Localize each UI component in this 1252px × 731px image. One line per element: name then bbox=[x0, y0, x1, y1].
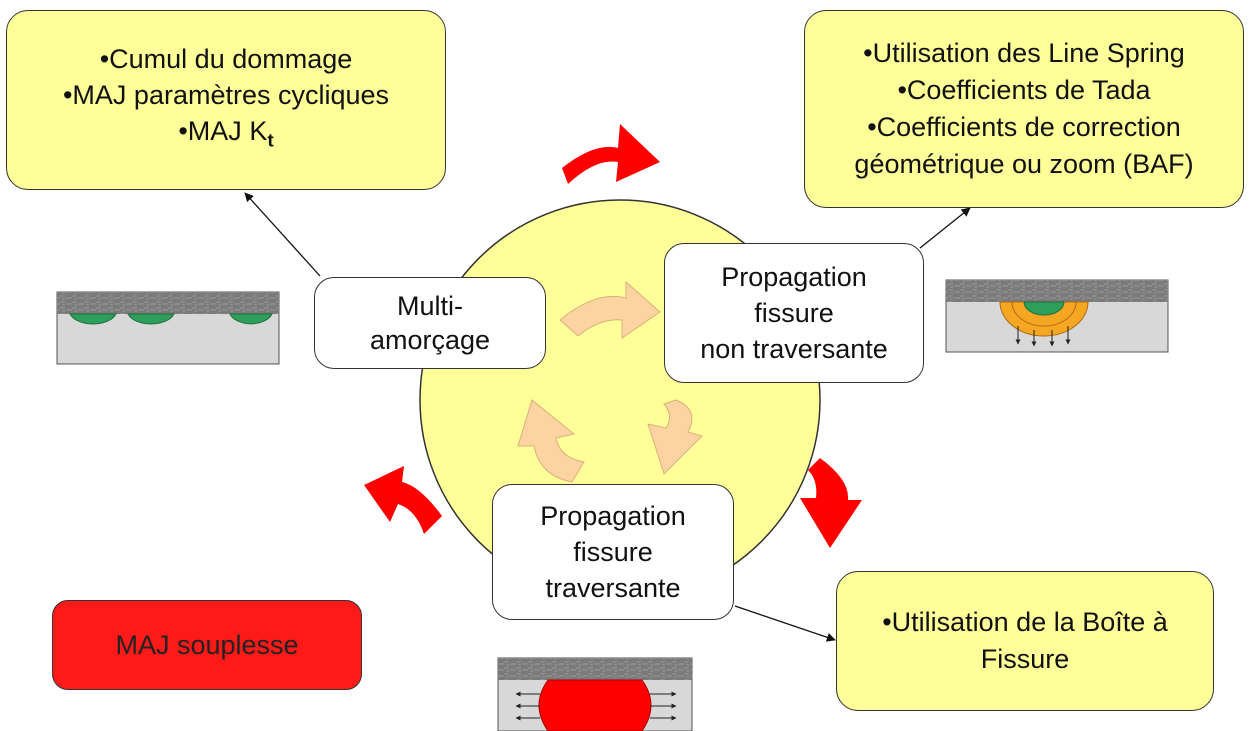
node-through-propagation: Propagation fissure traversante bbox=[492, 484, 734, 620]
connector-nt-to-topright bbox=[919, 207, 971, 249]
box-text-line-kt: •MAJ Kt bbox=[178, 113, 273, 159]
box-text-line: •Coefficients de Tada bbox=[897, 75, 1151, 105]
box-text-line: •Coefficients de correction bbox=[867, 112, 1181, 142]
box-text-line: •MAJ paramètres cycliques bbox=[62, 79, 390, 110]
red-arrow-right bbox=[800, 458, 862, 548]
node-text-line: non traversante bbox=[700, 334, 888, 364]
box-line-spring-methods: •Utilisation des Line Spring •Coefficien… bbox=[804, 10, 1244, 208]
node-text-line: fissure bbox=[573, 537, 653, 567]
kt-label: •MAJ K bbox=[178, 115, 268, 146]
box-damage-update: •Cumul du dommage •MAJ paramètres cycliq… bbox=[6, 10, 446, 190]
node-text-line: traversante bbox=[545, 573, 681, 603]
box-text-line: •Utilisation des Line Spring bbox=[863, 38, 1185, 68]
node-text-line: amorçage bbox=[369, 325, 491, 355]
kt-subscript: t bbox=[267, 130, 274, 152]
node-text-line: Multi- bbox=[397, 291, 463, 321]
node-text-line: fissure bbox=[754, 298, 834, 328]
red-arrow-top bbox=[562, 124, 660, 184]
node-text-line: Propagation bbox=[540, 501, 686, 531]
box-compliance-update: MAJ souplesse bbox=[52, 600, 362, 690]
node-non-through-propagation: Propagation fissure non traversante bbox=[664, 243, 924, 383]
inner-arrow-up bbox=[517, 399, 585, 483]
node-multi-initiation: Multi- amorçage bbox=[314, 277, 546, 369]
inner-arrow-down bbox=[647, 399, 703, 475]
crack-illustration-multi bbox=[56, 291, 280, 365]
box-crack-box-method: •Utilisation de la Boîte à Fissure bbox=[836, 571, 1214, 711]
crack-illustration-traversante bbox=[497, 657, 693, 731]
crack-illustration-non-traversante bbox=[945, 279, 1169, 353]
box-text-line: MAJ souplesse bbox=[115, 629, 299, 660]
inner-arrow-right bbox=[559, 280, 661, 339]
node-text-line: Propagation bbox=[721, 262, 867, 292]
red-arrow-left bbox=[364, 466, 442, 534]
connector-tr-to-bottomright bbox=[734, 605, 836, 642]
box-text-line: Fissure bbox=[980, 644, 1070, 674]
box-text-line: •Utilisation de la Boîte à bbox=[882, 607, 1168, 637]
box-text-line: géométrique ou zoom (BAF) bbox=[854, 149, 1194, 179]
connector-multi-to-topleft bbox=[244, 192, 321, 277]
box-text-line: •Cumul du dommage bbox=[99, 43, 353, 74]
